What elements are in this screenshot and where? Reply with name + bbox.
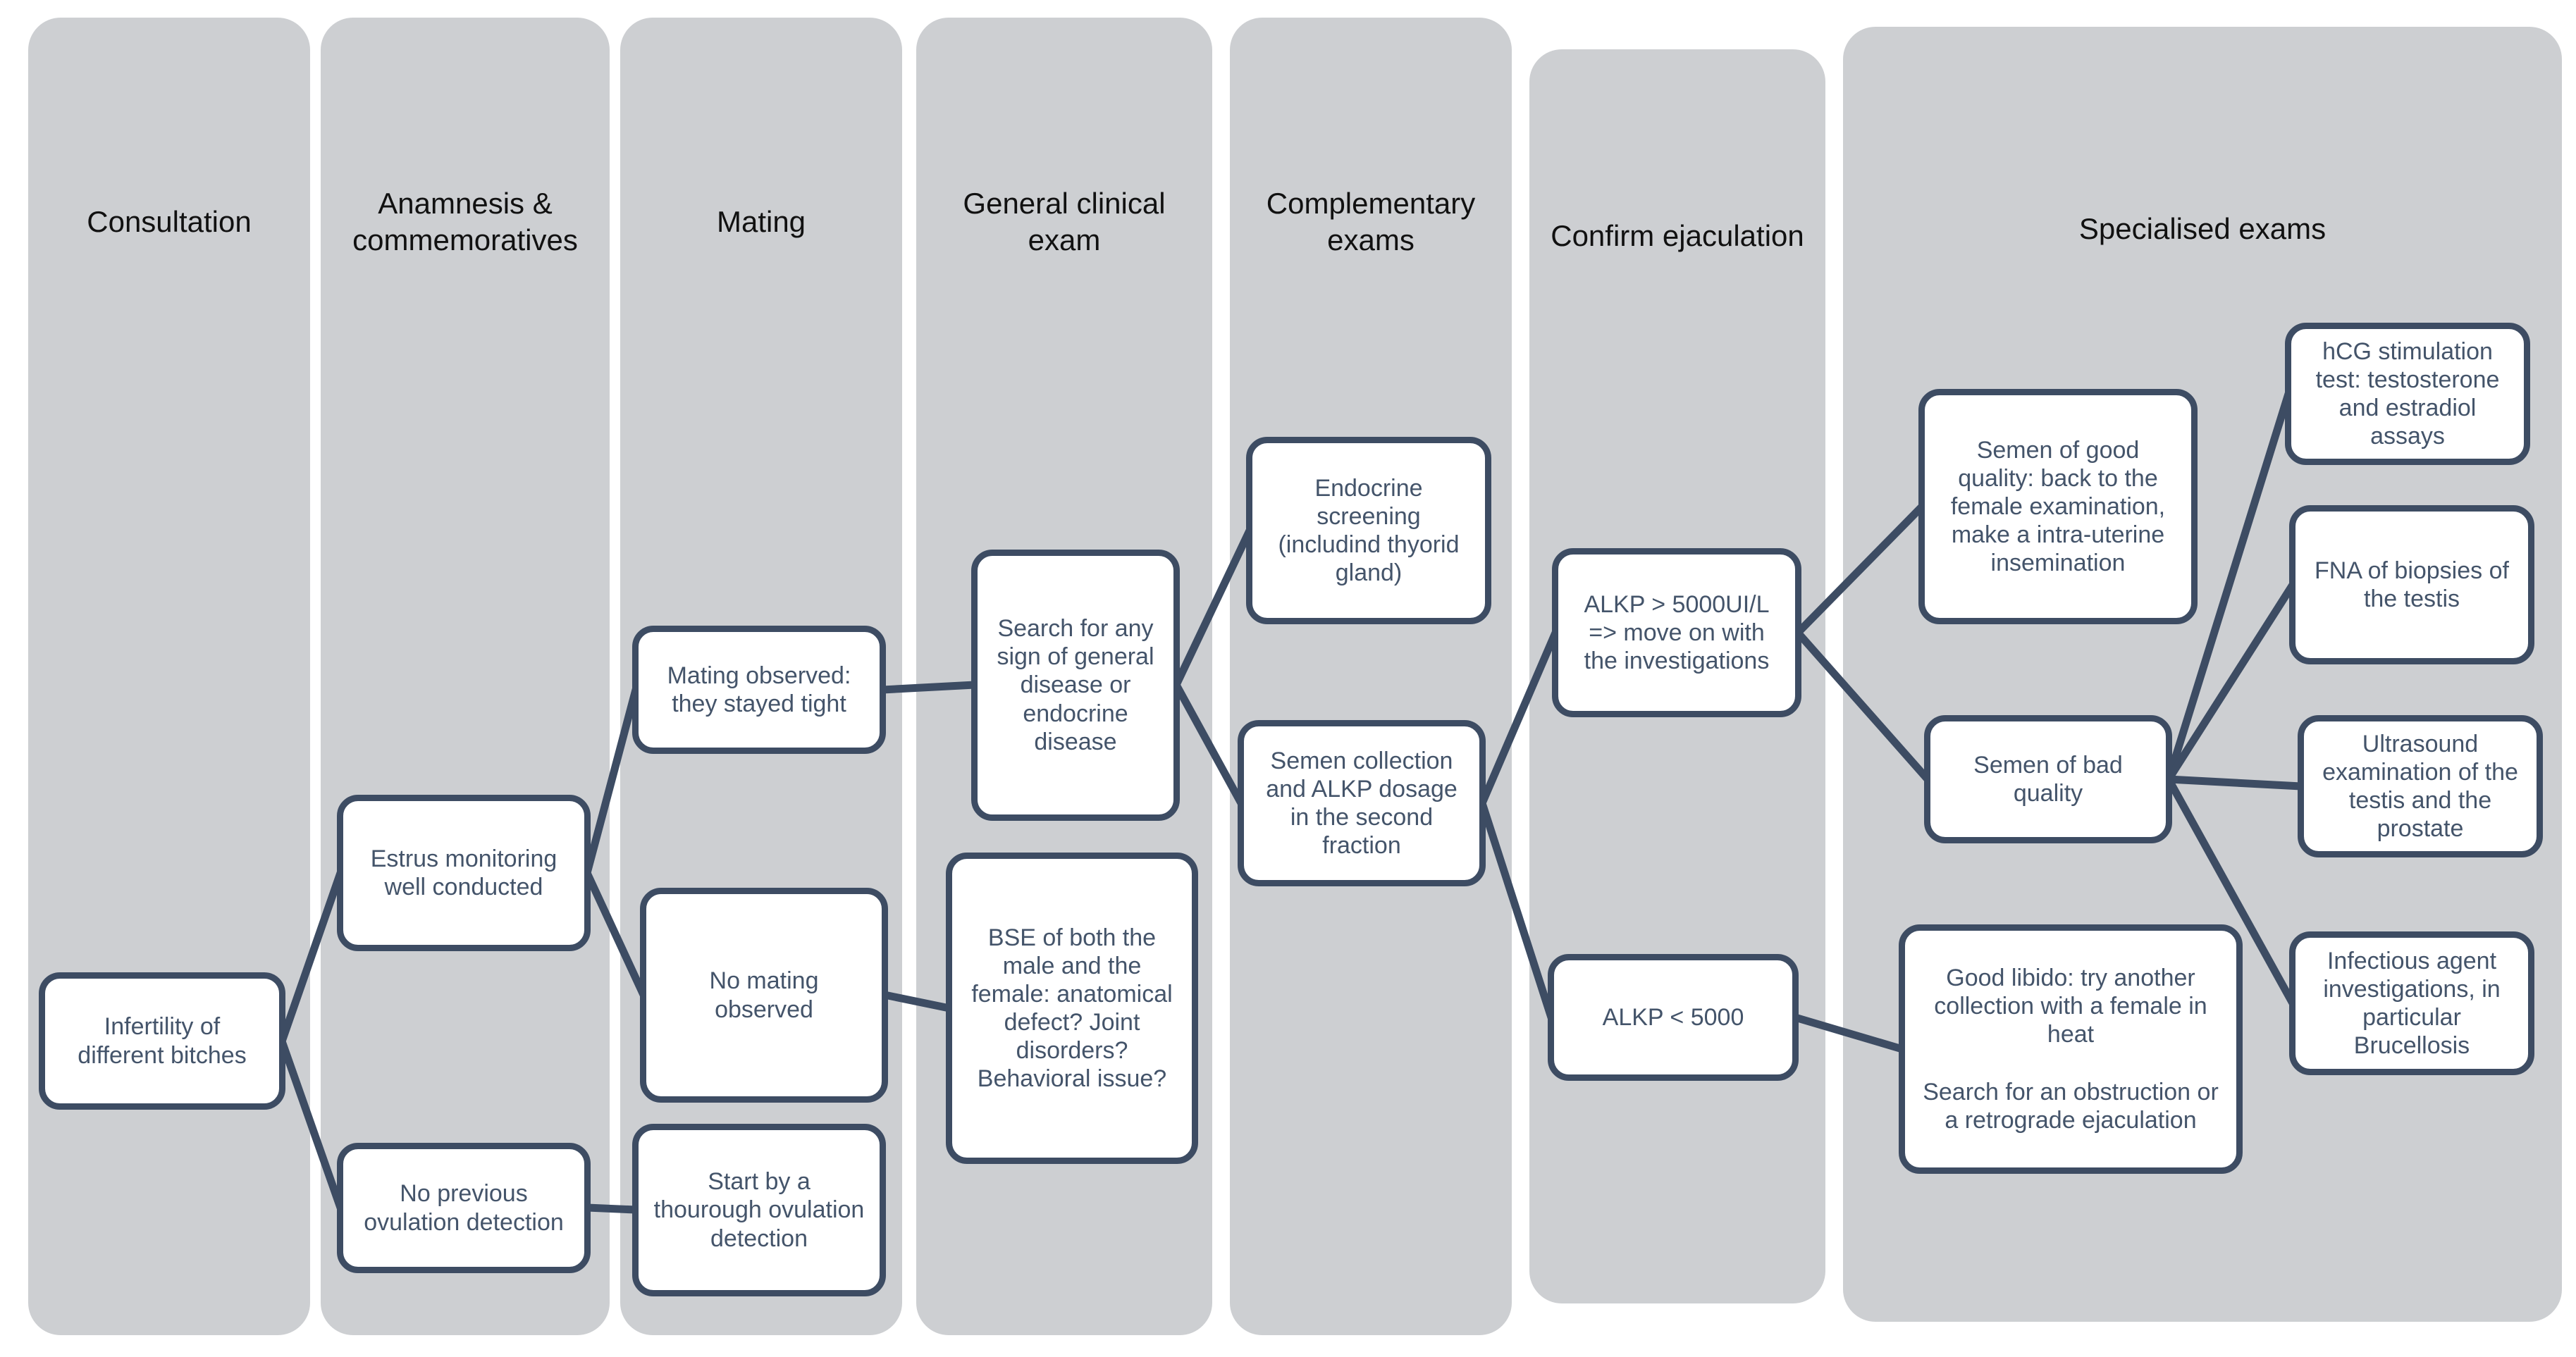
- node-semen-good-quality-label: Semen of good quality: back to the femal…: [1950, 436, 2166, 577]
- column-consultation: [28, 18, 310, 1335]
- connector-semen-collection-alkp-high: [1478, 628, 1560, 807]
- node-bse-exam-label: BSE of both the male and the female: ana…: [971, 924, 1173, 1093]
- connector-search-sign-semen-collection: [1172, 681, 1245, 807]
- node-bse-exam: BSE of both the male and the female: ana…: [946, 853, 1198, 1164]
- node-search-general-disease-label: Search for any sign of general disease o…: [997, 615, 1154, 755]
- node-mating-observed: Mating observed: they stayed tight: [632, 626, 886, 754]
- node-infectious-agent: Infectious agent investigations, in part…: [2289, 931, 2534, 1075]
- column-header-mating: Mating: [716, 204, 806, 238]
- node-ultrasound-exam-label: Ultrasound examination of the testis and…: [2322, 730, 2518, 843]
- node-estrus-monitoring: Estrus monitoring well conducted: [337, 795, 591, 951]
- column-header-confirm-ejaculation: Confirm ejaculation: [1551, 218, 1804, 252]
- connector-infertility-no-prev-ovulation: [278, 1037, 345, 1212]
- column-anamnesis: [321, 18, 610, 1335]
- node-no-mating-observed: No mating observed: [640, 888, 888, 1103]
- node-hcg-stimulation-test-label: hCG stimulation test: testosterone and e…: [2315, 337, 2500, 450]
- node-start-ovulation-detection: Start by a thourough ovulation detection: [632, 1124, 886, 1296]
- column-complementary-exams: [1230, 18, 1512, 1335]
- node-good-libido: Good libido: try another collection with…: [1899, 924, 2243, 1174]
- node-infertility-label: Infertility of different bitches: [78, 1013, 247, 1069]
- connector-semen-bad-fna: [2164, 581, 2297, 783]
- connector-no-prev-ovulation-start-ovulation: [583, 1203, 640, 1214]
- node-mating-observed-label: Mating observed: they stayed tight: [667, 662, 851, 717]
- node-endocrine-screening: Endocrine screening (includind thyorid g…: [1246, 437, 1491, 624]
- node-good-libido-line1: Good libido: try another collection with…: [1934, 964, 2207, 1048]
- column-header-anamnesis: Anamnesis & commemoratives: [352, 186, 578, 257]
- node-search-general-disease: Search for any sign of general disease o…: [971, 550, 1180, 821]
- node-semen-bad-quality-label: Semen of bad quality: [1973, 751, 2123, 807]
- connector-semen-bad-infectious: [2164, 775, 2297, 1008]
- connector-infertility-estrus: [278, 869, 345, 1046]
- connector-estrus-mating-observed: [583, 686, 640, 877]
- node-start-ovulation-detection-label: Start by a thourough ovulation detection: [653, 1168, 865, 1252]
- node-no-mating-observed-label: No mating observed: [709, 967, 819, 1023]
- column-header-complementary-exams: Complementary exams: [1266, 186, 1476, 257]
- node-ultrasound-exam: Ultrasound examination of the testis and…: [2298, 715, 2543, 857]
- connector-alkp-high-semen-bad: [1794, 628, 1932, 783]
- node-no-previous-ovulation-label: No previous ovulation detection: [364, 1180, 564, 1236]
- column-header-general-clinical-exam: General clinical exam: [963, 186, 1166, 257]
- node-infectious-agent-label: Infectious agent investigations, in part…: [2323, 947, 2501, 1060]
- connector-estrus-no-mating: [583, 869, 648, 999]
- node-alkp-high: ALKP > 5000UI/L => move on with the inve…: [1552, 548, 1801, 717]
- connector-alkp-high-semen-good: [1794, 502, 1926, 637]
- column-header-consultation: Consultation: [87, 204, 252, 238]
- node-hcg-stimulation-test: hCG stimulation test: testosterone and e…: [2285, 323, 2530, 465]
- node-infertility: Infertility of different bitches: [39, 972, 285, 1110]
- node-endocrine-screening-label: Endocrine screening (includind thyorid g…: [1278, 474, 1460, 587]
- connector-semen-bad-ultrasound: [2164, 775, 2305, 791]
- node-estrus-monitoring-label: Estrus monitoring well conducted: [370, 845, 557, 900]
- node-alkp-high-label: ALKP > 5000UI/L => move on with the inve…: [1584, 590, 1770, 675]
- connector-mating-observed-search-sign: [878, 681, 979, 694]
- node-alkp-low-label: ALKP < 5000: [1602, 1003, 1744, 1031]
- connector-alkp-low-good-libido: [1791, 1013, 1906, 1053]
- connector-no-mating-bse: [880, 991, 954, 1012]
- node-semen-collection: Semen collection and ALKP dosage in the …: [1238, 720, 1486, 886]
- node-fna-biopsies: FNA of biopsies of the testis: [2289, 505, 2534, 664]
- node-no-previous-ovulation: No previous ovulation detection: [337, 1143, 591, 1273]
- node-semen-good-quality: Semen of good quality: back to the femal…: [1918, 389, 2198, 624]
- column-header-specialised-exams: Specialised exams: [2078, 211, 2327, 245]
- node-alkp-low: ALKP < 5000: [1548, 954, 1799, 1081]
- node-semen-collection-label: Semen collection and ALKP dosage in the …: [1266, 747, 1458, 860]
- connector-search-sign-endocrine: [1172, 526, 1254, 689]
- node-semen-bad-quality: Semen of bad quality: [1924, 715, 2172, 843]
- connector-semen-collection-alkp-low: [1478, 799, 1555, 1022]
- node-fna-biopsies-label: FNA of biopsies of the testis: [2315, 557, 2509, 612]
- connector-semen-bad-hcg: [2164, 390, 2293, 783]
- node-good-libido-line2: Search for an obstruction or a retrograd…: [1923, 1079, 2219, 1134]
